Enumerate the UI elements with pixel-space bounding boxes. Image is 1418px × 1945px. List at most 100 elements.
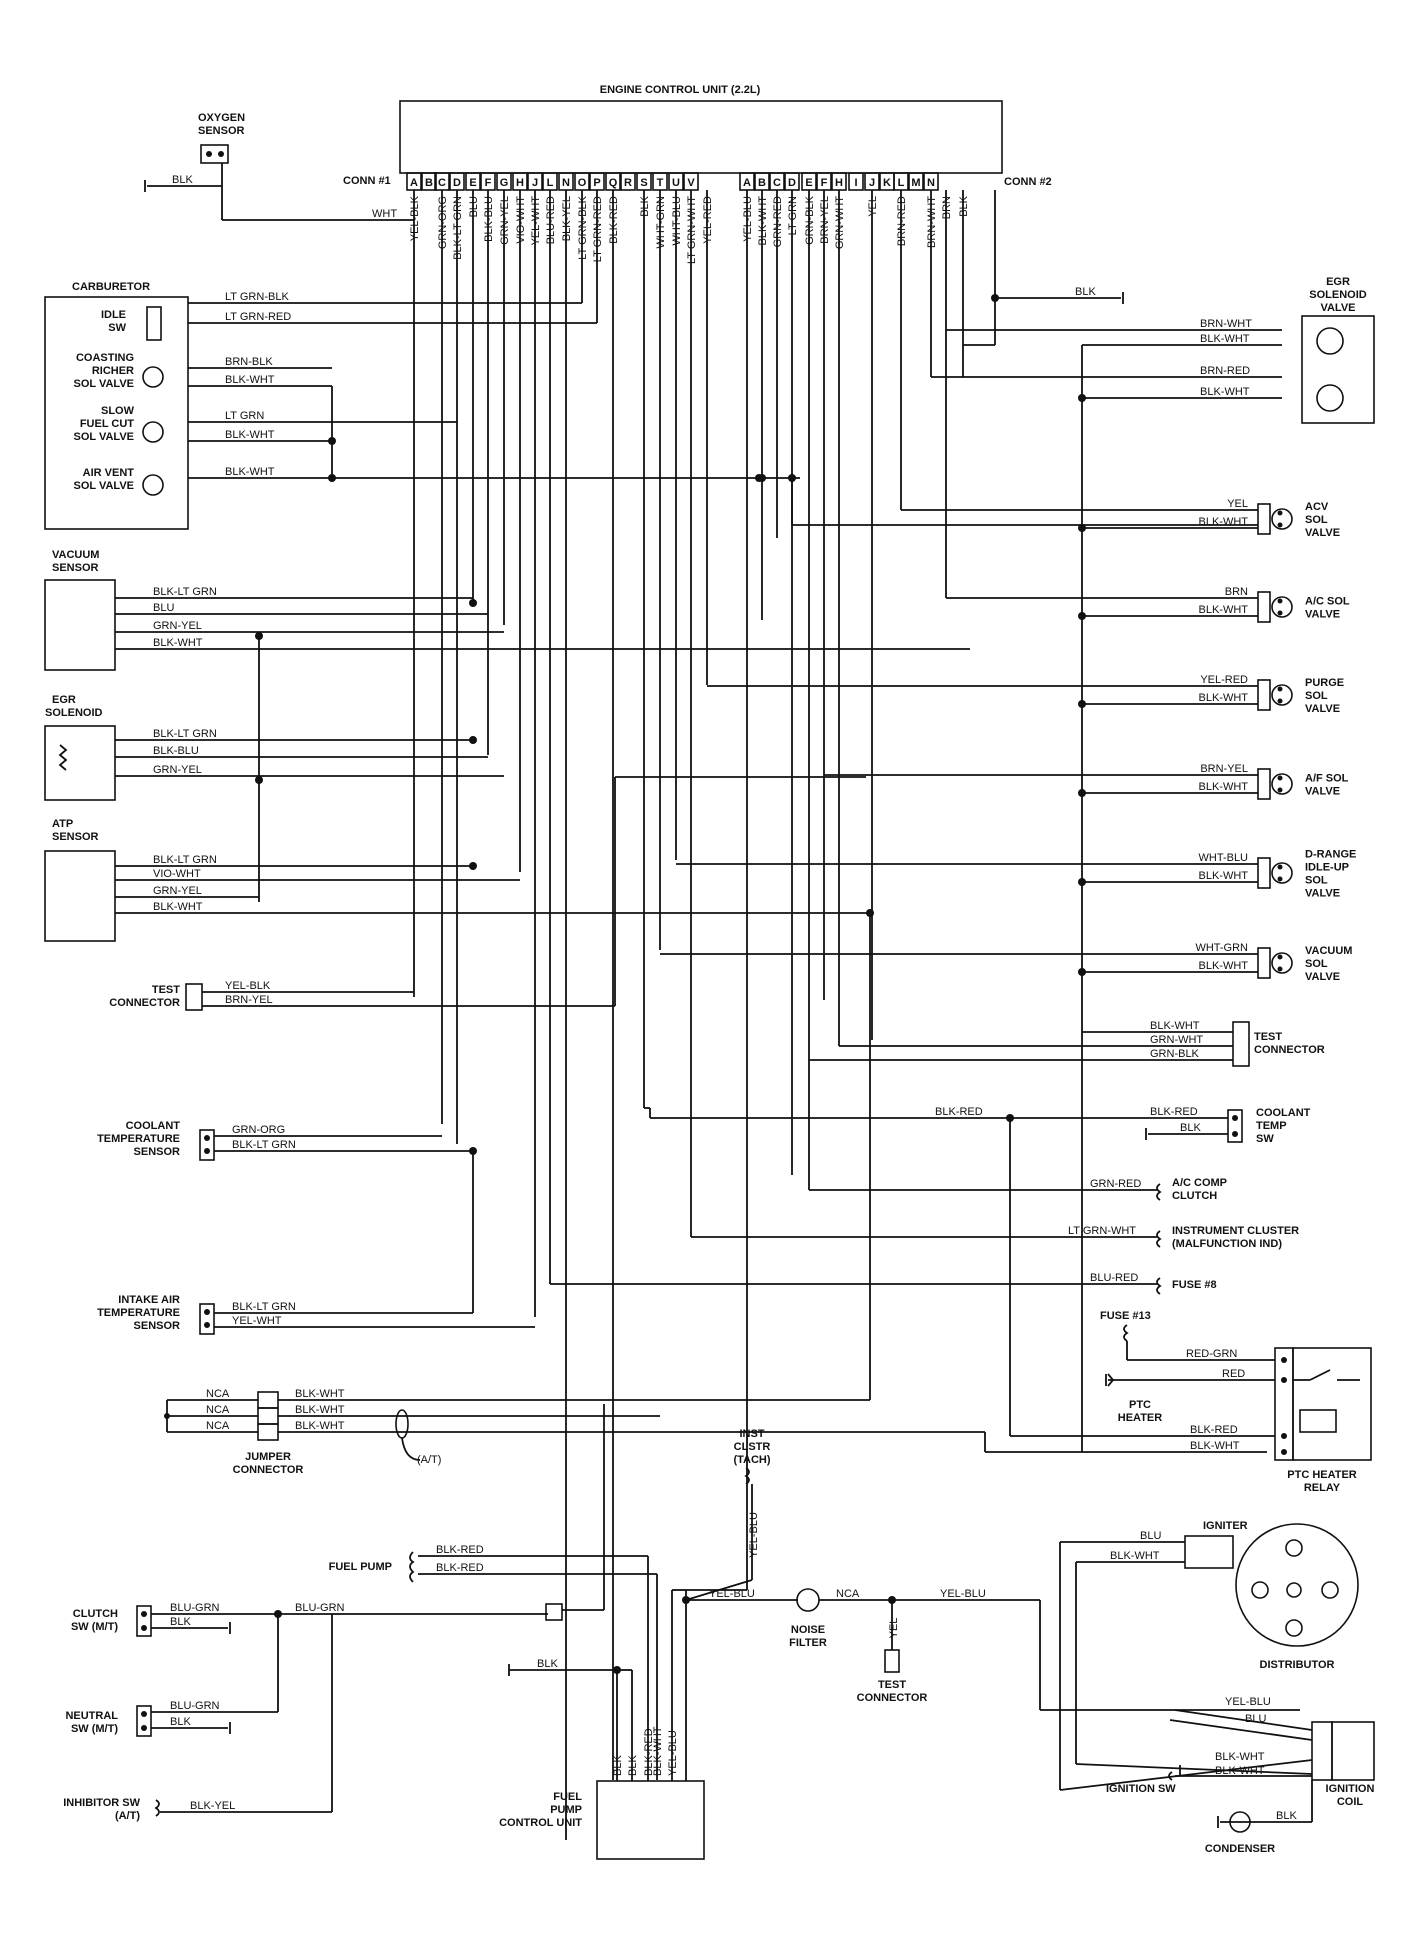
wire-label: BLK-LT GRN	[153, 728, 217, 740]
pin-label: R	[624, 177, 632, 189]
wire-label: BRN-BLK	[225, 356, 273, 368]
wire-label: YEL-WHT	[232, 1315, 282, 1327]
svg-text:COOLANT: COOLANT	[1256, 1107, 1311, 1119]
wire-label: BRN-YEL	[225, 994, 273, 1006]
wire-label: BLK-RED	[436, 1562, 484, 1574]
ecu-wire-label: LT GRN-BLK	[577, 195, 589, 259]
svg-text:SOL VALVE: SOL VALVE	[73, 378, 134, 390]
wire-label: BLK-WHT	[1199, 781, 1249, 793]
svg-text:FUEL CUT: FUEL CUT	[80, 418, 134, 430]
valve-label: A/F SOL	[1305, 773, 1349, 785]
instrument-cluster: LT GRN-WHT INSTRUMENT CLUSTER (MALFUNCTI…	[691, 1225, 1299, 1250]
pin-label: A	[410, 177, 418, 189]
svg-text:NOISE: NOISE	[791, 1624, 825, 1636]
valve-label: SOL	[1305, 690, 1328, 702]
ecu-wire-label: LT GRN-WHT	[686, 196, 698, 264]
wire-label: BLK-LT GRN	[232, 1301, 296, 1313]
pin-label: J	[532, 177, 538, 189]
pin-label: N	[562, 177, 570, 189]
pin-label: O	[578, 177, 587, 189]
ecu-wire-label: BLK-WHT	[757, 196, 769, 246]
wire-label: BLK-WHT	[153, 637, 203, 649]
wire-label: BLK	[170, 1716, 191, 1728]
wire-label: BLK-LT GRN	[153, 854, 217, 866]
wire-label: LT GRN	[225, 410, 264, 422]
wire-label: BLK-RED	[1150, 1106, 1198, 1118]
svg-text:TEST: TEST	[878, 1679, 906, 1691]
pin-label: D	[788, 177, 796, 189]
wire-label: BLK-RED	[1190, 1424, 1238, 1436]
wire-label: BLK-WHT	[225, 429, 275, 441]
valve-label: SOL	[1305, 958, 1328, 970]
pin-label: A	[743, 177, 751, 189]
svg-text:INST: INST	[739, 1428, 764, 1440]
ecu-wire-label: LT GRN	[787, 196, 799, 235]
distributor-label: DISTRIBUTOR	[1260, 1659, 1335, 1671]
svg-text:ATP: ATP	[52, 818, 73, 830]
ecu-conn1-wires	[413, 190, 708, 1840]
ptc-heater-relay: FUSE #13 RED-GRN RED BLK-RED BLK-WHT PTC…	[1010, 1048, 1372, 1494]
ecu-ground: BLK	[963, 190, 1124, 346]
coolant-temp-switch: BLK-RED BLK-RED BLK COOLANT TEMP SW	[644, 1106, 1311, 1436]
pin-label: H	[516, 177, 524, 189]
carburetor-label: CARBURETOR	[72, 281, 150, 293]
conn2-label: CONN #2	[1004, 176, 1052, 188]
ecu-wire-label: GRN-BLK	[804, 195, 816, 245]
wire-label: BRN	[1225, 586, 1248, 598]
svg-text:A/C COMP: A/C COMP	[1172, 1177, 1227, 1189]
atp-sensor: ATP SENSOR BLK-LT GRN VIO-WHT GRN-YEL BL…	[44, 818, 874, 942]
wire-label: GRN-RED	[1090, 1178, 1141, 1190]
pin-label: E	[469, 177, 476, 189]
wire-label: BLK	[1276, 1810, 1297, 1822]
ac-comp-clutch: GRN-RED A/C COMP CLUTCH	[808, 1060, 1227, 1202]
wire-label: NCA	[206, 1388, 230, 1400]
wire-label: BLK	[170, 1616, 191, 1628]
svg-text:CONNECTOR: CONNECTOR	[233, 1464, 304, 1476]
ecu-wire-label: BLK-RED	[608, 196, 620, 244]
wire-label: BLK-LT GRN	[232, 1139, 296, 1151]
wire-label: BLK-WHT	[1199, 870, 1249, 882]
wire-label: BLK-BLU	[153, 745, 199, 757]
wire-label: BLK-WHT	[1199, 516, 1249, 528]
svg-text:(A/T): (A/T)	[115, 1810, 140, 1822]
ecu-wire-label: BLK-LT GRN	[452, 196, 464, 260]
fpcu-wire-label: YEL-BLU	[667, 1730, 679, 1776]
test-wire-label: YEL	[888, 1618, 900, 1639]
svg-text:CONNECTOR: CONNECTOR	[857, 1692, 928, 1704]
igniter-distributor: IGNITER BLU BLK-WHT DISTRIBUTOR	[1059, 1520, 1359, 1790]
svg-text:CONNECTOR: CONNECTOR	[1254, 1044, 1325, 1056]
svg-text:EGR: EGR	[52, 694, 76, 706]
wire-label: RED	[1222, 1368, 1245, 1380]
egr-solenoid: EGR SOLENOID BLK-LT GRN BLK-BLU GRN-YEL	[44, 694, 504, 801]
wire-label: VIO-WHT	[153, 868, 201, 880]
svg-text:PTC: PTC	[1129, 1399, 1151, 1411]
wire-label: BLU-GRN	[170, 1602, 220, 1614]
svg-text:EGR: EGR	[1326, 276, 1350, 288]
tach-wire-label: YEL-BLU	[748, 1512, 760, 1558]
wire-label: BLK-RED	[935, 1106, 983, 1118]
tach-noise-filter: INST CLSTR (TACH) YEL-BLU NCA YEL-BLU NO…	[682, 1428, 1300, 1711]
svg-text:SW (M/T): SW (M/T)	[71, 1723, 118, 1735]
wire-label: BLK-WHT	[153, 901, 203, 913]
wire-label: BRN-WHT	[1200, 318, 1252, 330]
pin-label: B	[758, 177, 766, 189]
valve-label: SOL	[1305, 514, 1328, 526]
test-connector-left: TEST CONNECTOR YEL-BLK BRN-YEL	[109, 776, 866, 1011]
wire-label: RED-GRN	[1186, 1348, 1237, 1360]
svg-text:CONTROL UNIT: CONTROL UNIT	[499, 1817, 582, 1829]
svg-text:IDLE: IDLE	[101, 309, 126, 321]
wire-label: NCA	[206, 1404, 230, 1416]
svg-text:SW: SW	[108, 322, 126, 334]
ecu-wire-label: BLK-YEL	[561, 196, 573, 241]
svg-text:SENSOR: SENSOR	[198, 125, 245, 137]
svg-text:SENSOR: SENSOR	[134, 1146, 181, 1158]
fuse-8: BLU-RED FUSE #8	[550, 1272, 1217, 1295]
svg-text:SOL VALVE: SOL VALVE	[73, 480, 134, 492]
pin-label: K	[883, 177, 891, 189]
fpcu-wire-label: BLK	[612, 1755, 624, 1776]
wire-label: BLK-WHT	[1110, 1550, 1160, 1562]
svg-text:TEMPERATURE: TEMPERATURE	[97, 1133, 180, 1145]
